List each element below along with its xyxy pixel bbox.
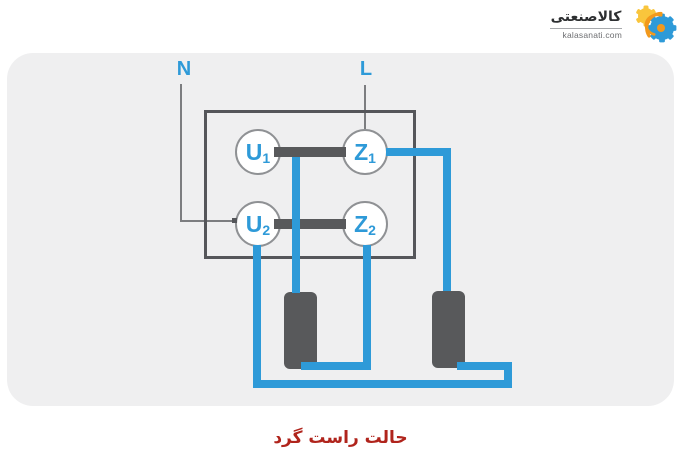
bridge-u2-z2 (274, 219, 346, 229)
logo[interactable]: کالاصنعتی kalasanati.com (550, 3, 679, 45)
terminal-z1-sub: 1 (368, 150, 376, 166)
neutral-lead-line-vertical (180, 84, 182, 221)
terminal-box (204, 110, 416, 259)
terminal-u2-sub: 2 (262, 222, 271, 238)
terminal-z2-label: Z (354, 210, 369, 237)
wire-z2-vertical (363, 245, 371, 370)
wire-left-coil-bottom (301, 362, 371, 370)
line-lead-line (364, 85, 366, 129)
terminal-z2-sub: 2 (368, 222, 376, 238)
terminal-z1-label: Z (354, 138, 369, 165)
wire-right-coil-bottom (457, 362, 512, 370)
gear-wifi-icon (636, 5, 678, 44)
wire-z1-horizontal (386, 148, 451, 156)
wire-z1-to-right-coil (443, 148, 451, 291)
wire-u2-vertical (253, 245, 261, 388)
wire-right-step-vertical (504, 362, 512, 388)
logo-divider (550, 28, 622, 29)
neutral-label: N (176, 58, 192, 80)
terminal-u1-sub: 1 (262, 150, 271, 166)
neutral-connector-nub (232, 218, 237, 223)
logo-domain-text: kalasanati.com (562, 30, 622, 40)
terminal-u2-label: U (245, 210, 263, 237)
line-label: L (359, 58, 373, 80)
terminal-u1-label: U (245, 138, 263, 165)
logo-brand-text: کالاصنعتی (550, 9, 622, 25)
neutral-lead-line-horizontal (180, 220, 237, 222)
coil-left (284, 292, 317, 369)
wire-bridge-to-left-coil (292, 157, 300, 293)
caption-text: حالت راست گرد (273, 428, 408, 448)
wire-bottom-horizontal (253, 380, 512, 388)
bridge-u1-z1 (274, 147, 346, 157)
logo-text: کالاصنعتی kalasanati.com (550, 8, 622, 40)
coil-right (432, 291, 465, 368)
